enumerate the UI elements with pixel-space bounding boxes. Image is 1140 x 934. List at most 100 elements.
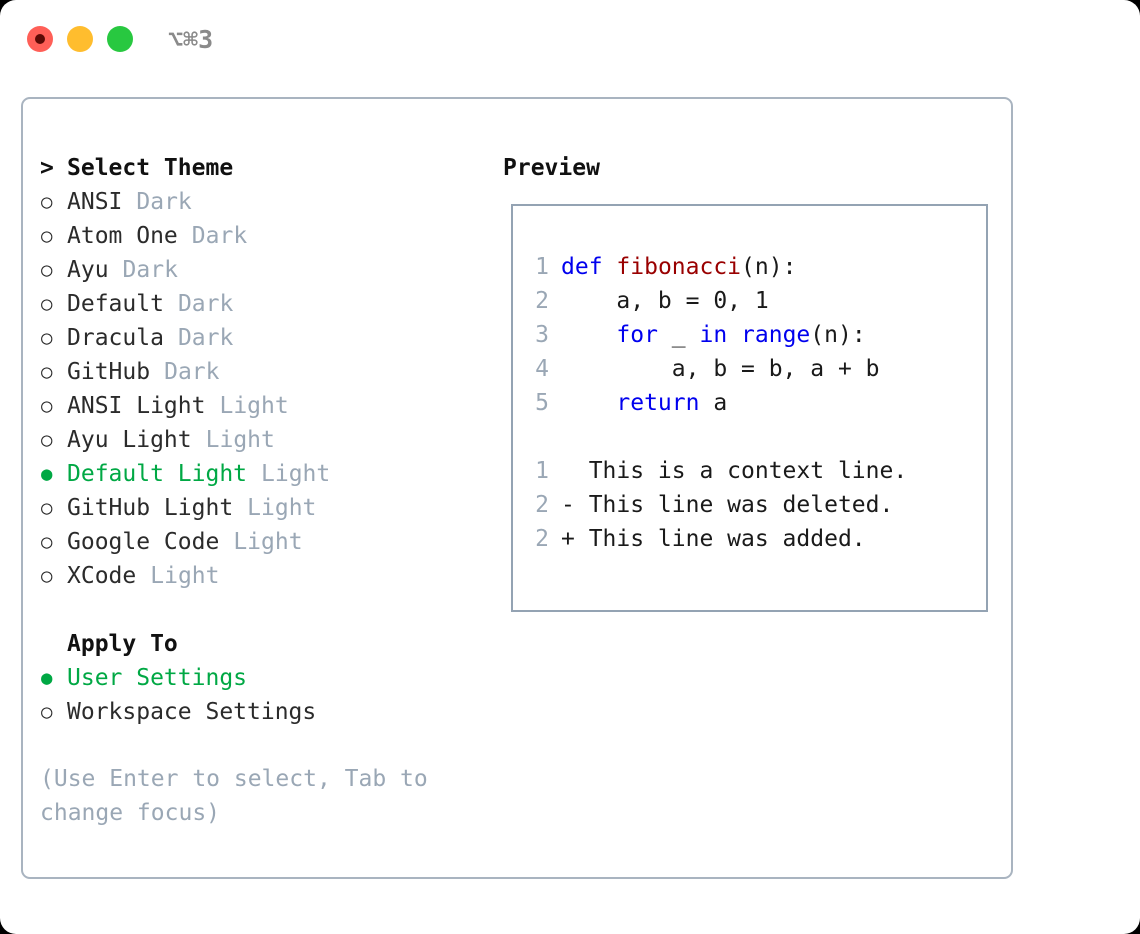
code-sample: 1 def fibonacci (n): 2 a, b = 0, 1 3 for _ i… bbox=[527, 250, 977, 420]
radio-unselected-icon: ○ bbox=[41, 701, 53, 723]
theme-option-variant: Light bbox=[150, 563, 220, 589]
radio-unselected-icon: ○ bbox=[41, 429, 53, 451]
apply-to-option-label: User Settings bbox=[67, 665, 248, 691]
radio-unselected-icon: ○ bbox=[41, 259, 53, 281]
code-line-number: 1 bbox=[535, 254, 549, 280]
preview-box: 1 def fibonacci (n): 2 a, b = 0, 1 3 for _ i… bbox=[511, 204, 988, 612]
apply-to-option-user-settings[interactable]: ● User Settings bbox=[40, 661, 490, 695]
apply-to-option-workspace-settings[interactable]: ○ Workspace Settings bbox=[40, 695, 490, 729]
preview-code-area: 1 def fibonacci (n): 2 a, b = 0, 1 3 for _ i… bbox=[527, 250, 977, 556]
section-spacer bbox=[40, 593, 490, 627]
theme-option-label: GitHub Light bbox=[67, 495, 234, 521]
theme-option-variant: Light bbox=[205, 427, 275, 453]
diff-line-number: 2 bbox=[535, 492, 549, 518]
radio-unselected-icon: ○ bbox=[41, 497, 53, 519]
theme-option-variant: Dark bbox=[122, 257, 178, 283]
radio-unselected-icon: ○ bbox=[41, 293, 53, 315]
radio-unselected-icon: ○ bbox=[41, 395, 53, 417]
radio-unselected-icon: ○ bbox=[41, 327, 53, 349]
code-token: a bbox=[699, 390, 728, 416]
theme-option-label: Default bbox=[67, 291, 164, 317]
minimize-window-button[interactable] bbox=[67, 26, 93, 52]
code-line-text: a, b = b, a + b bbox=[561, 352, 880, 386]
diff-line-text: - This line was deleted. bbox=[561, 492, 894, 518]
code-line: 5 return a bbox=[527, 386, 977, 420]
diff-line: 1 This is a context line. bbox=[527, 454, 977, 488]
code-token: _ bbox=[657, 322, 700, 348]
diff-line-text: This is a context line. bbox=[561, 458, 908, 484]
theme-option-ayu-light[interactable]: ○ Ayu Light Light bbox=[40, 423, 490, 457]
keyboard-shortcut-label: ⌥⌘3 bbox=[168, 25, 214, 54]
theme-option-variant: Light bbox=[247, 495, 317, 521]
diff-sample: 1 This is a context line. 2 - This line wa… bbox=[527, 454, 977, 556]
code-token bbox=[727, 322, 741, 348]
radio-unselected-icon: ○ bbox=[41, 531, 53, 553]
preview-title: Preview bbox=[503, 155, 600, 181]
diff-line: 2 + This line was added. bbox=[527, 522, 977, 556]
theme-option-label: Google Code bbox=[67, 529, 220, 555]
title-bar: ⌥⌘3 bbox=[0, 0, 1140, 78]
code-line-number: 3 bbox=[535, 322, 549, 348]
radio-selected-icon: ● bbox=[41, 667, 53, 689]
code-token bbox=[603, 254, 617, 280]
code-token: def bbox=[561, 254, 603, 280]
code-line: 3 for _ in range(n): bbox=[527, 318, 977, 352]
theme-option-variant: Dark bbox=[136, 189, 192, 215]
code-line-text: for _ in range(n): bbox=[561, 318, 866, 352]
code-token bbox=[561, 322, 616, 348]
code-token bbox=[561, 390, 616, 416]
theme-option-label: ANSI bbox=[67, 189, 123, 215]
theme-option-variant: Dark bbox=[191, 223, 248, 249]
theme-option-label: Ayu bbox=[67, 257, 109, 283]
apply-to-option-label: Workspace Settings bbox=[67, 699, 317, 725]
theme-option-label: ANSI Light bbox=[67, 393, 206, 419]
diff-line-number: 2 bbox=[535, 526, 549, 552]
code-token: a, b = 0, 1 bbox=[561, 288, 769, 314]
theme-option-ayu[interactable]: ○ Ayu Dark bbox=[40, 253, 490, 287]
theme-option-xcode[interactable]: ○ XCode Light bbox=[40, 559, 490, 593]
radio-unselected-icon: ○ bbox=[41, 225, 53, 247]
code-line: 4 a, b = b, a + b bbox=[527, 352, 977, 386]
theme-option-github-light[interactable]: ○ GitHub Light Light bbox=[40, 491, 490, 525]
select-theme-heading-label: Select Theme bbox=[67, 155, 234, 181]
theme-option-label: XCode bbox=[67, 563, 137, 589]
code-line-text: return a bbox=[561, 386, 727, 420]
apply-to-heading-label: Apply To bbox=[67, 631, 178, 657]
code-token: (n): bbox=[810, 322, 866, 348]
diff-line-text: + This line was added. bbox=[561, 526, 866, 552]
theme-option-label: Atom One bbox=[67, 223, 178, 249]
theme-option-atom-one[interactable]: ○ Atom One Dark bbox=[40, 219, 490, 253]
code-line-number: 2 bbox=[535, 288, 549, 314]
apply-to-heading: Apply To bbox=[40, 627, 490, 661]
diff-line-number: 1 bbox=[535, 458, 549, 484]
theme-option-label: GitHub bbox=[67, 359, 151, 385]
radio-unselected-icon: ○ bbox=[41, 565, 53, 587]
code-token: a, b = b, a + b bbox=[561, 356, 880, 382]
select-theme-heading: > Select Theme bbox=[40, 151, 490, 185]
theme-option-label: Ayu Light bbox=[67, 427, 192, 453]
code-line-number: 4 bbox=[535, 356, 549, 382]
code-line-number: 5 bbox=[535, 390, 549, 416]
recording-indicator-icon bbox=[35, 34, 45, 44]
code-line-text: a, b = 0, 1 bbox=[561, 284, 769, 318]
code-token: return bbox=[616, 390, 700, 416]
maximize-window-button[interactable] bbox=[107, 26, 133, 52]
code-token: range bbox=[741, 322, 811, 348]
theme-option-variant: Dark bbox=[177, 325, 234, 351]
code-token: in bbox=[699, 322, 728, 348]
theme-option-label: Default Light bbox=[67, 461, 248, 487]
code-diff-spacer bbox=[527, 420, 977, 454]
code-token: fibonacci bbox=[616, 254, 742, 280]
apply-to-option-list: ● User Settings ○ Workspace Settings bbox=[40, 661, 490, 729]
